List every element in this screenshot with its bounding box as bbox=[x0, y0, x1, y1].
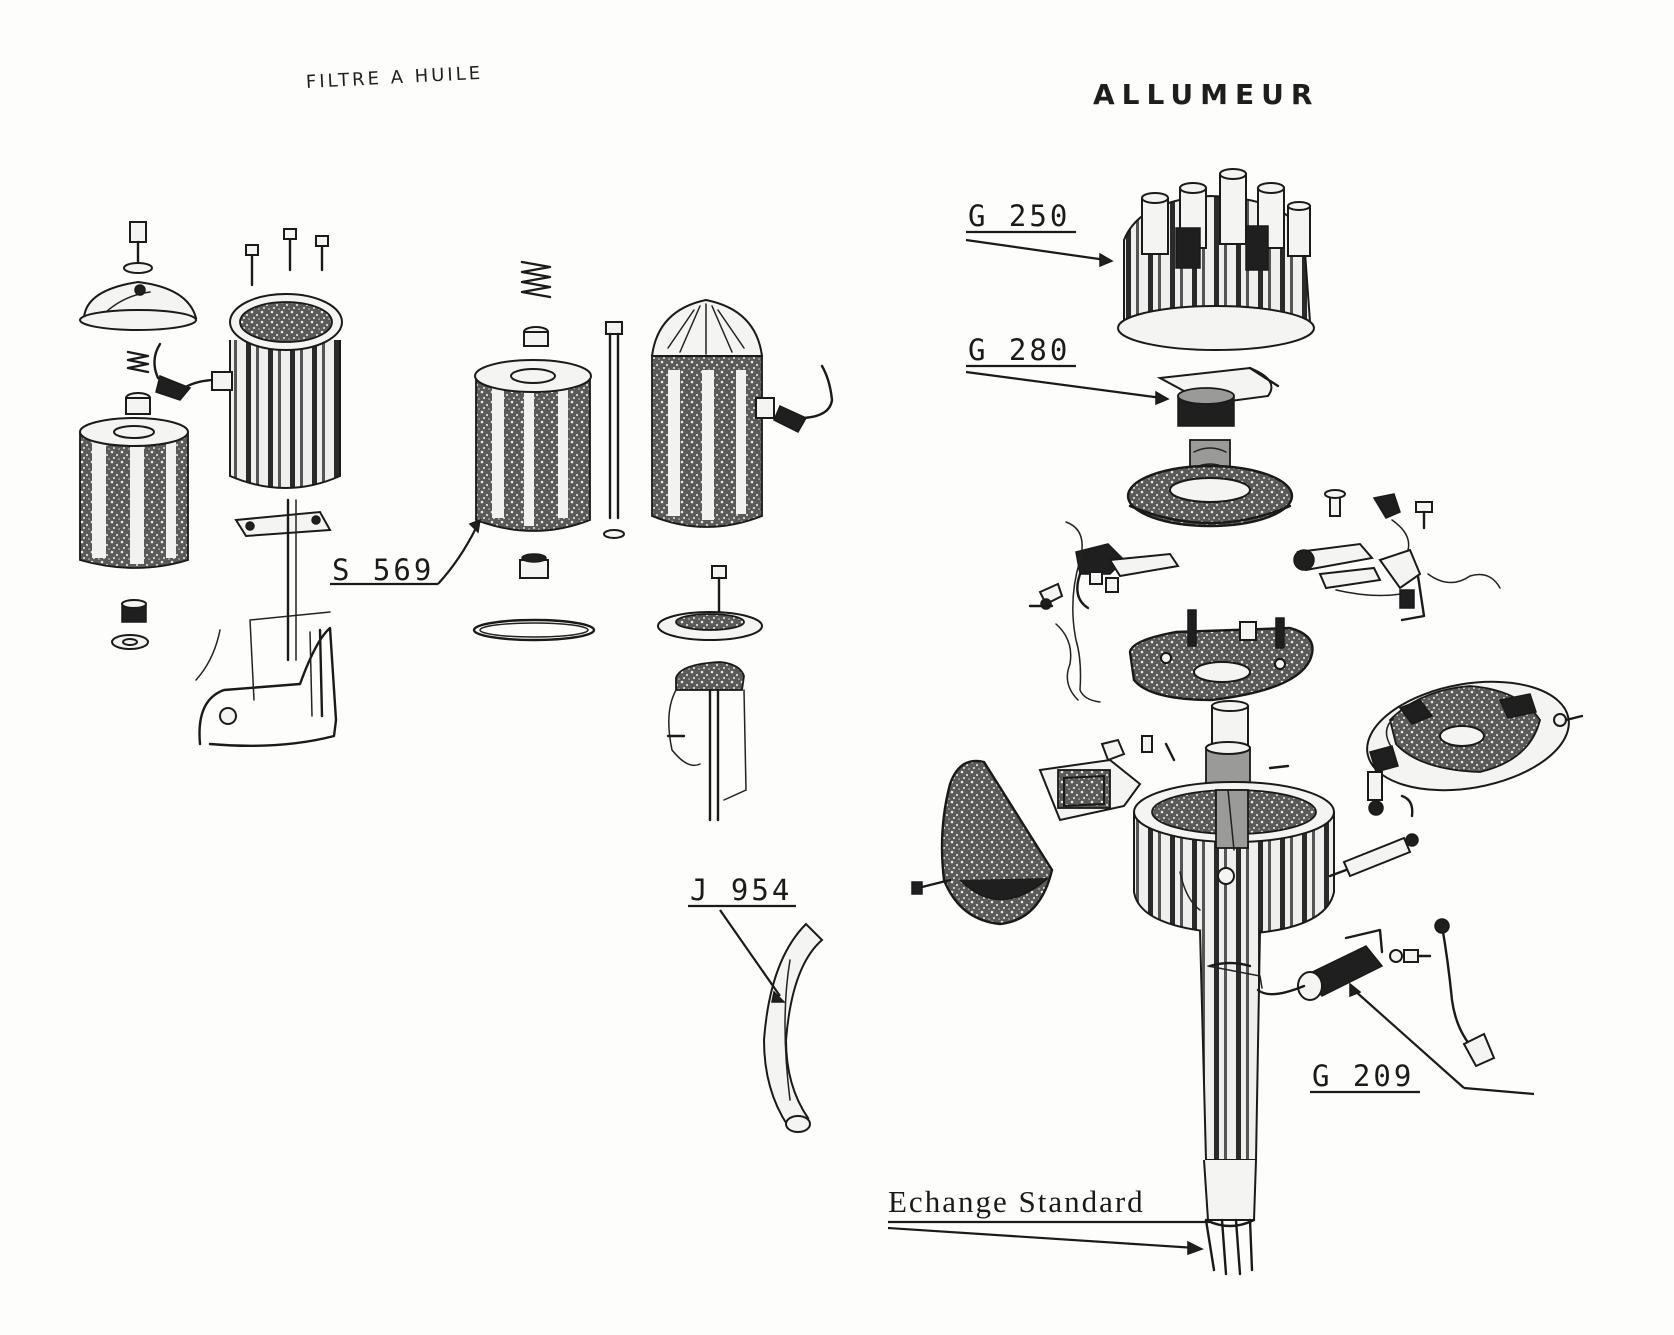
oil-filter-rod-center bbox=[603, 321, 625, 539]
distributor-cap-g250 bbox=[1117, 168, 1315, 351]
breaker-plate-upper bbox=[1126, 439, 1433, 551]
callout-label-g250: G 250 bbox=[968, 199, 1071, 233]
distributor-title: ALLUMEUR bbox=[1093, 78, 1320, 111]
oil-filter-assembly-left bbox=[79, 221, 198, 650]
advance-plate-assembly-right bbox=[1366, 680, 1584, 792]
callout-label-echange-standard: Echange Standard bbox=[888, 1184, 1145, 1219]
breaker-plate-lower bbox=[1128, 609, 1314, 702]
callout-label-s569: S 569 bbox=[332, 553, 435, 587]
callout-label-g209: G 209 bbox=[1312, 1059, 1415, 1093]
oil-filter-housing-left bbox=[153, 228, 343, 747]
distributor-shaft-coupling bbox=[1205, 700, 1251, 785]
oil-filter-element-s569 bbox=[472, 260, 596, 642]
callout-leader-g250 bbox=[965, 230, 1114, 268]
small-hardware-right bbox=[1328, 745, 1419, 878]
rotor-g280 bbox=[1156, 366, 1280, 427]
oil-filter-housing-right bbox=[650, 298, 834, 822]
vacuum-advance-unit bbox=[911, 735, 1290, 926]
callout-leader-echange-standard bbox=[887, 1220, 1210, 1256]
vacuum-hose-j954 bbox=[762, 922, 824, 1133]
contact-breaker-points bbox=[1028, 521, 1501, 703]
callout-leader-g209 bbox=[1310, 982, 1535, 1096]
condenser-g209 bbox=[1256, 918, 1496, 1068]
callout-leader-g280 bbox=[965, 364, 1170, 406]
callout-leader-s569 bbox=[330, 518, 481, 586]
callout-label-j954: J 954 bbox=[690, 873, 793, 907]
distributor-housing bbox=[1133, 781, 1335, 1276]
callout-label-g280: G 280 bbox=[968, 333, 1071, 367]
callout-leader-j954 bbox=[688, 904, 796, 1003]
